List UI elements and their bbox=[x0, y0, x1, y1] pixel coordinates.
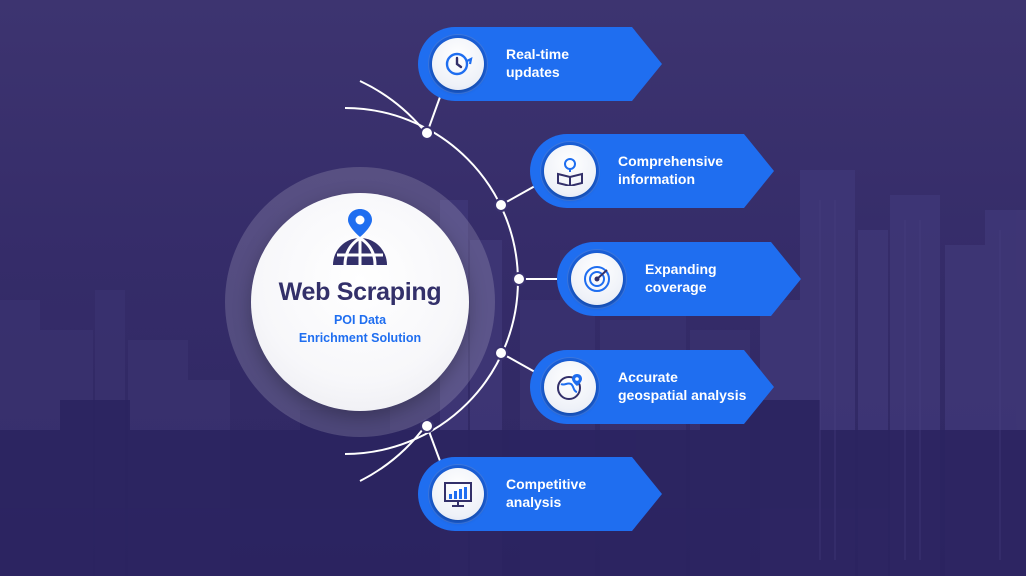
connector-node bbox=[494, 346, 508, 360]
globe-pin-icon bbox=[557, 374, 582, 400]
icon-face bbox=[432, 38, 484, 90]
feature-card-accurate-geospatial-analysis: Accurate geospatial analysis bbox=[530, 350, 774, 424]
card-label-line1: Competitive bbox=[506, 476, 587, 492]
feature-card-real-time-updates: Real-time updates bbox=[418, 27, 662, 101]
feature-card-expanding-coverage: Expanding coverage bbox=[557, 242, 801, 316]
hub-title: Web Scraping bbox=[278, 278, 442, 306]
clock-refresh-icon bbox=[445, 52, 473, 76]
connector-node bbox=[494, 198, 508, 212]
icon-face bbox=[571, 253, 623, 305]
connector-node bbox=[420, 126, 434, 140]
monitor-chart-icon bbox=[444, 482, 472, 507]
radar-target-icon bbox=[584, 266, 610, 292]
icon-face bbox=[432, 468, 484, 520]
icon-ring bbox=[540, 357, 600, 417]
icon-ring bbox=[428, 34, 488, 94]
icon-ring bbox=[567, 249, 627, 309]
icon-face bbox=[544, 145, 596, 197]
hub-subtitle-line1: POI Data bbox=[333, 313, 387, 327]
card-label: Competitive analysis bbox=[506, 475, 656, 511]
card-label-line1: Accurate bbox=[618, 369, 678, 385]
card-label-line2: information bbox=[618, 171, 695, 187]
card-label: Expanding coverage bbox=[645, 260, 795, 296]
card-label-line2: updates bbox=[506, 64, 560, 80]
hub-subtitle-line2: Enrichment Solution bbox=[298, 331, 422, 345]
card-label-line1: Comprehensive bbox=[618, 153, 724, 169]
connector-node bbox=[420, 419, 434, 433]
card-label-line1: Real-time bbox=[506, 46, 570, 62]
card-label-line2: analysis bbox=[506, 494, 562, 510]
icon-face bbox=[544, 361, 596, 413]
map-pin-globe-icon bbox=[333, 209, 387, 266]
feature-card-comprehensive-information: Comprehensive information bbox=[530, 134, 774, 208]
lightbulb-book-icon bbox=[557, 158, 583, 186]
card-label-line2: geospatial analysis bbox=[618, 387, 747, 403]
card-label-line1: Expanding bbox=[645, 261, 717, 277]
hub-circle: Web Scraping POI Data Enrichment Solutio… bbox=[251, 193, 469, 411]
feature-card-competitive-analysis: Competitive analysis bbox=[418, 457, 662, 531]
card-label: Accurate geospatial analysis bbox=[618, 368, 768, 404]
card-label-line2: coverage bbox=[645, 279, 707, 295]
card-label: Real-time updates bbox=[506, 45, 656, 81]
connector-node bbox=[512, 272, 526, 286]
icon-ring bbox=[428, 464, 488, 524]
icon-ring bbox=[540, 141, 600, 201]
card-label: Comprehensive information bbox=[618, 152, 768, 188]
